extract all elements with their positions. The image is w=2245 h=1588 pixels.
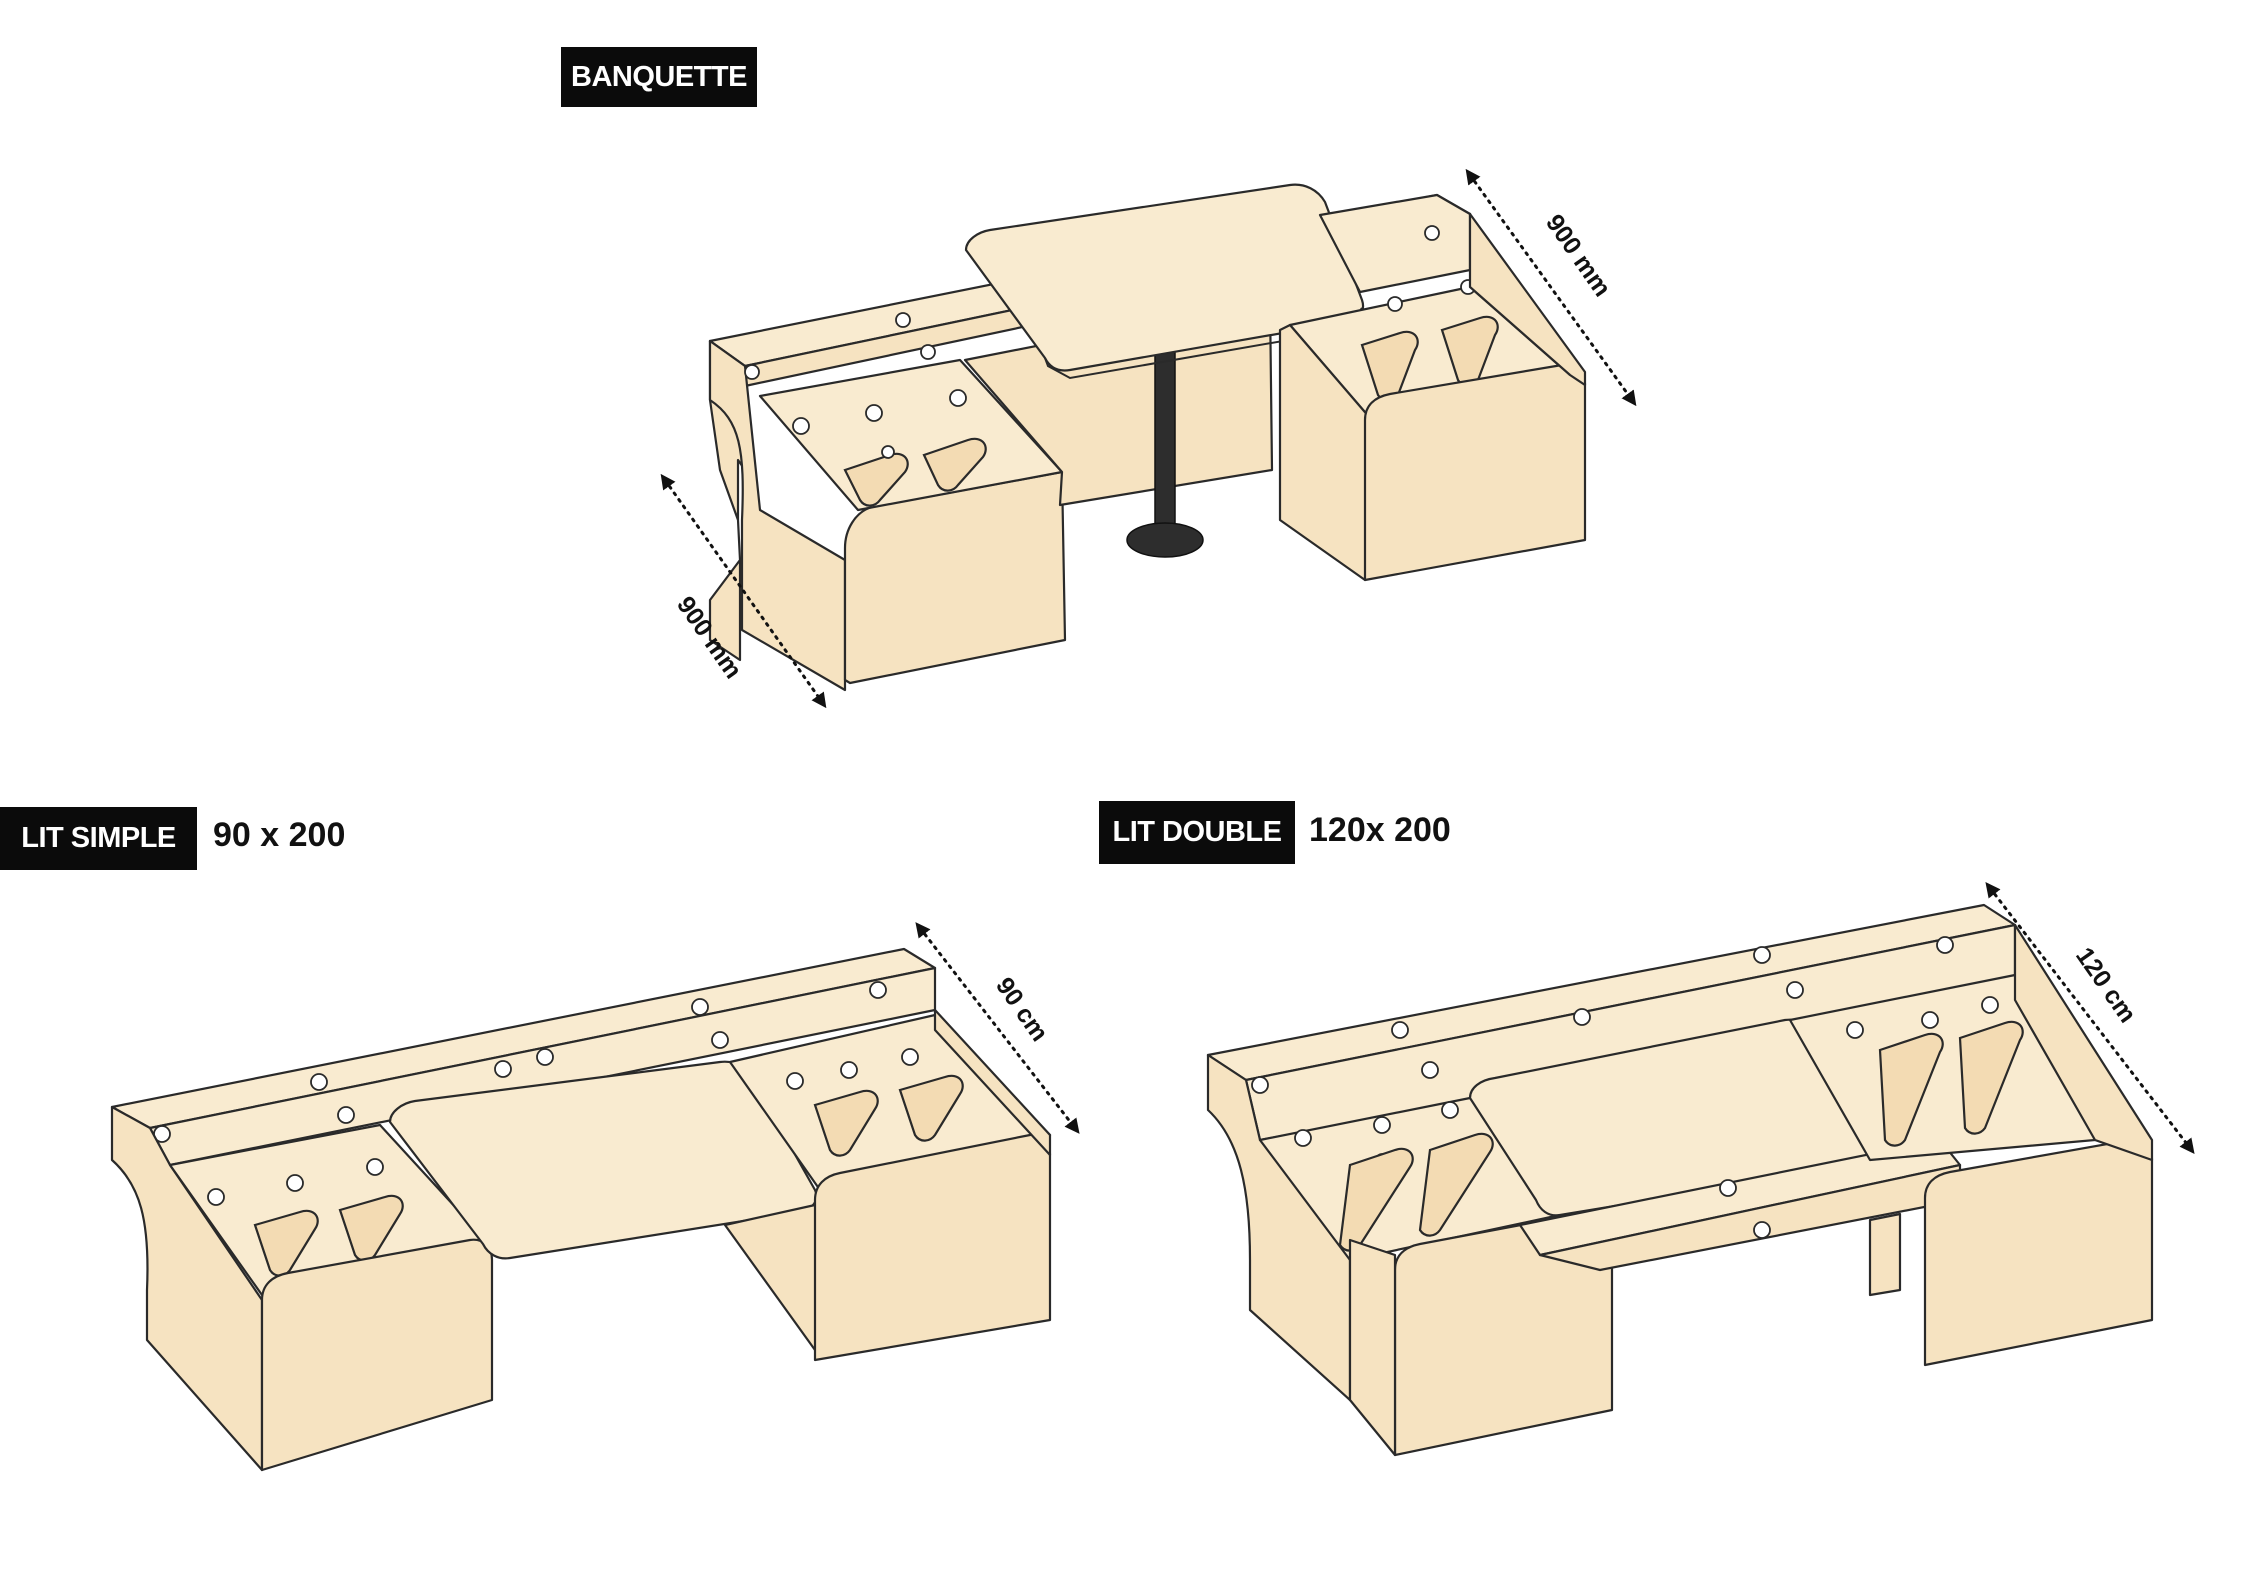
lit-double-dim-line bbox=[1985, 882, 2195, 1154]
banquette-table-base bbox=[1126, 522, 1204, 558]
banquette-table-top bbox=[964, 183, 1365, 372]
lit-double-illustration: 120 cm bbox=[1206, 882, 2195, 1457]
banquette-dim-left-line bbox=[660, 473, 827, 709]
lit-double-dim: 120 cm bbox=[2070, 942, 2142, 1028]
banquette-illustration: 900 mm 900 mm bbox=[660, 168, 1637, 709]
lit-simple-middle-panel bbox=[388, 1060, 818, 1260]
lit-simple-dim-line bbox=[915, 922, 1080, 1134]
banquette-dim-right-line bbox=[1465, 168, 1637, 407]
lit-simple-size: 90 x 200 bbox=[213, 816, 346, 854]
lit-simple-badge: LIT SIMPLE bbox=[0, 807, 197, 870]
banquette-badge: BANQUETTE bbox=[561, 47, 757, 107]
lit-double-size: 120x 200 bbox=[1309, 811, 1451, 849]
lit-simple-illustration: 90 cm bbox=[110, 922, 1080, 1472]
lit-double-badge: LIT DOUBLE bbox=[1099, 801, 1295, 864]
lit-simple-dim: 90 cm bbox=[990, 972, 1054, 1046]
banquette-table-pole bbox=[1154, 351, 1176, 533]
